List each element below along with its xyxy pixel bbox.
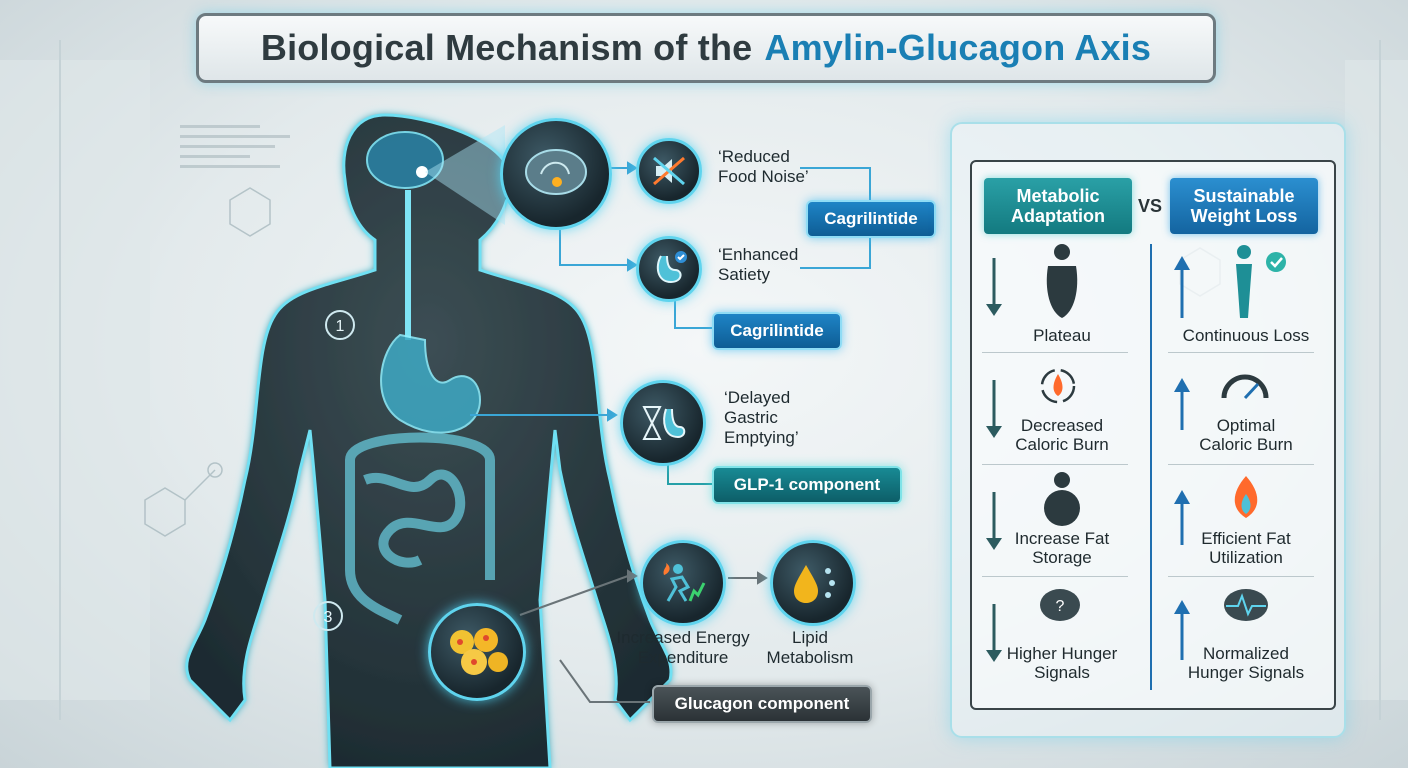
brain-zoom-circle: [500, 118, 612, 230]
title-accent: Amylin-Glucagon Axis: [764, 27, 1152, 68]
row-separator: [982, 464, 1128, 465]
glp1-component-tag: GLP-1 component: [712, 466, 902, 504]
row-separator: [982, 352, 1128, 353]
row-separator: [1168, 576, 1314, 577]
right-item-normalized-hunger-signals: Normalized Hunger Signals: [1187, 644, 1305, 682]
runner-flame-icon: [640, 540, 726, 626]
fat-cells-icon: [450, 628, 508, 675]
effect-enhanced-satiety: ‘Enhanced Satiety: [718, 245, 799, 284]
left-item-plateau: Plateau: [1033, 326, 1091, 345]
left-item-increase-fat-storage: Increase Fat Storage: [1014, 529, 1110, 567]
vs-label: VS: [1138, 196, 1163, 216]
step-three-badge: 3: [324, 609, 333, 626]
comparison-inner-frame: [970, 160, 1336, 710]
obese-person-icon: [1044, 472, 1080, 526]
step-one-badge: 1: [336, 318, 345, 335]
row-separator: [982, 576, 1128, 577]
stomach-icon: [380, 333, 482, 434]
glucagon-component-tag: Glucagon component: [652, 685, 872, 723]
left-item-decreased-caloric-burn: Decreased Caloric Burn: [1015, 416, 1109, 454]
human-body-figure: 1 3: [185, 113, 673, 768]
cagrilintide-tag-top: Cagrilintide: [806, 200, 936, 238]
row-separator: [1168, 352, 1314, 353]
effect-delayed-gastric-emptying: ‘Delayed Gastric Emptying’: [724, 388, 799, 447]
column-divider: [1150, 244, 1152, 690]
brain-question-icon: ?: [1040, 589, 1080, 621]
flame-cycle-icon: [1040, 368, 1076, 404]
page-title: Biological Mechanism of the Amylin-Gluca…: [196, 13, 1216, 83]
intestines-icon: [345, 432, 495, 625]
right-item-continuous-loss: Continuous Loss: [1182, 326, 1310, 345]
stomach-check-icon: [636, 236, 702, 302]
effect-reduced-food-noise: ‘Reduced Food Noise’: [718, 147, 809, 186]
left-item-higher-hunger-signals: Higher Hunger Signals: [1006, 644, 1118, 682]
brain-cross-section-icon: [525, 149, 587, 195]
muted-speaker-icon: [636, 138, 702, 204]
slim-person-check-icon: [1236, 245, 1286, 318]
person-stressed-icon: [1046, 244, 1078, 318]
effect-increased-energy-expenditure: Increased Energy Expenditure: [616, 628, 750, 667]
effect-lipid-metabolism: Lipid Metabolism: [766, 628, 854, 667]
row-separator: [1168, 464, 1314, 465]
hourglass-stomach-icon: [620, 380, 706, 466]
right-item-optimal-caloric-burn: Optimal Caloric Burn: [1199, 416, 1293, 454]
brain-pulse-icon: [1224, 589, 1268, 621]
title-main: Biological Mechanism of the: [260, 27, 753, 68]
svg-text:?: ?: [1056, 598, 1065, 615]
gauge-icon: [1221, 374, 1269, 400]
flame-icon: [1234, 476, 1258, 518]
oil-drop-icon: [770, 540, 856, 626]
cagrilintide-tag-bottom: Cagrilintide: [712, 312, 842, 350]
fat-cells-zoom-circle: [428, 603, 526, 701]
right-item-efficient-fat-utilization: Efficient Fat Utilization: [1201, 529, 1291, 567]
header-metabolic-adaptation: Metabolic Adaptation: [984, 178, 1132, 234]
header-sustainable-weight-loss: Sustainable Weight Loss: [1170, 178, 1318, 234]
